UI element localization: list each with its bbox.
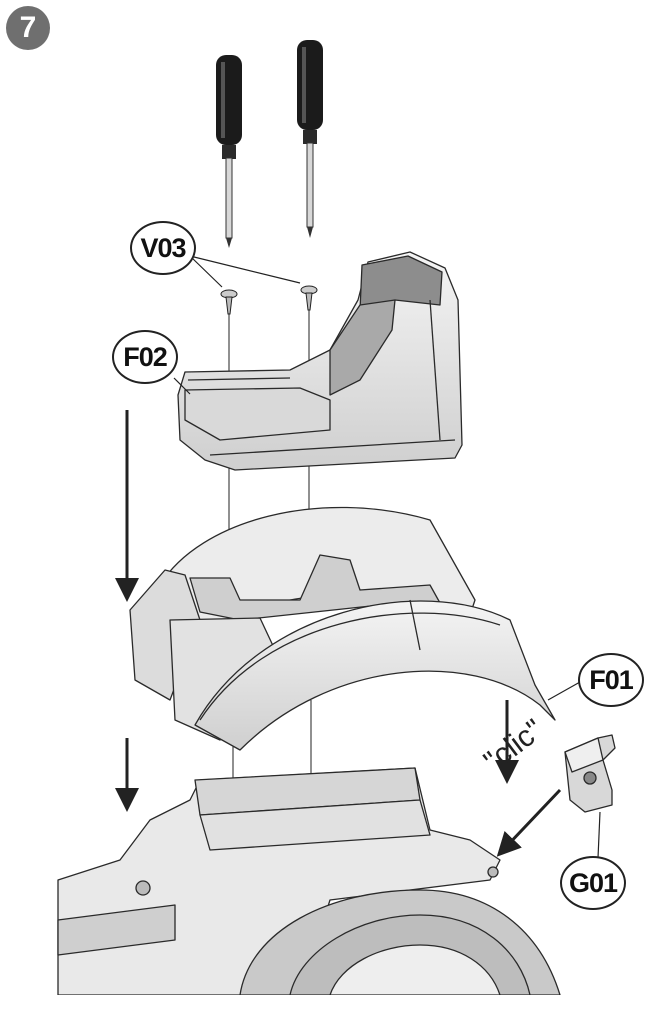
screwdriver-icon [216, 55, 242, 248]
callout-f01: F01 [578, 653, 644, 707]
tire [239, 889, 561, 996]
step-number-badge: 7 [6, 6, 50, 50]
callout-f02: F02 [112, 330, 178, 384]
callout-g01: G01 [560, 856, 626, 910]
arrow-diagonal-icon [496, 788, 562, 857]
callout-v03: V03 [130, 221, 196, 275]
clip-part-g01 [564, 734, 616, 813]
tractor-body [57, 767, 501, 996]
seat-part-f02 [177, 251, 463, 471]
mudguard-part-f01 [194, 599, 556, 751]
screw-icon [300, 285, 318, 311]
fender-part [129, 506, 476, 741]
screwdriver-icon [297, 40, 323, 238]
screw-icon [220, 289, 238, 315]
